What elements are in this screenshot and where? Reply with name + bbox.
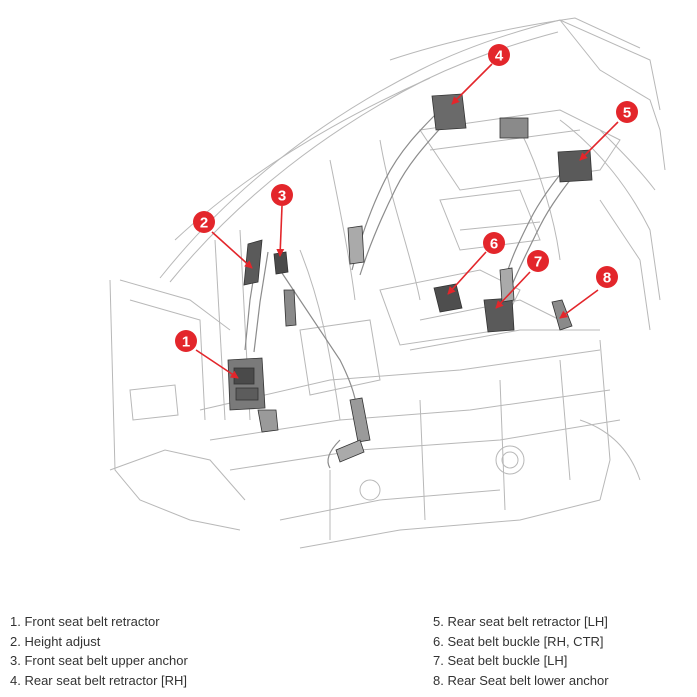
- callout-number-2: 2: [200, 215, 208, 232]
- callout-number-5: 5: [623, 105, 631, 122]
- legend-item: 8. Rear Seat belt lower anchor: [433, 672, 609, 688]
- legend-item: 3. Front seat belt upper anchor: [10, 653, 188, 668]
- callout-badge-1: 1: [175, 330, 197, 352]
- legend-item: 7. Seat belt buckle [LH]: [433, 653, 568, 668]
- callout-badges: 1 2 3 4 5 6 7 8: [175, 44, 638, 352]
- callout-arrow-1: [195, 349, 239, 379]
- callout-badge-8: 8: [596, 266, 618, 288]
- callout-arrows: [195, 63, 619, 379]
- legend-item: 5. Rear seat belt retractor [LH]: [433, 614, 608, 629]
- callout-number-4: 4: [495, 48, 504, 65]
- callout-badge-4: 4: [488, 44, 510, 66]
- legend-item: 4. Rear seat belt retractor [RH]: [10, 672, 188, 688]
- callout-arrow-6: [447, 251, 487, 295]
- callout-number-8: 8: [603, 270, 611, 287]
- callout-arrow-7: [495, 271, 531, 309]
- seat-belt-diagram: 1 2 3 4 5 6 7 8: [109, 17, 666, 549]
- legend-item: 6. Seat belt buckle [RH, CTR]: [433, 633, 604, 649]
- callout-badge-6: 6: [483, 232, 505, 254]
- seat-belt-components: [227, 93, 593, 463]
- legend-item: 2. Height adjust: [10, 633, 101, 649]
- callout-arrow-3: [276, 205, 285, 257]
- callout-badge-7: 7: [527, 250, 549, 272]
- callout-number-7: 7: [534, 254, 542, 271]
- callout-badge-2: 2: [193, 211, 215, 233]
- callout-number-3: 3: [278, 188, 286, 205]
- callout-badge-3: 3: [271, 184, 293, 206]
- callout-badge-5: 5: [616, 101, 638, 123]
- legend-item: 1. Front seat belt retractor: [10, 614, 160, 629]
- callout-number-1: 1: [182, 334, 190, 351]
- callout-arrow-4: [451, 63, 493, 105]
- callout-arrow-5: [579, 121, 619, 161]
- legend-right-column: 5. Rear seat belt retractor [LH] 6. Seat…: [433, 612, 609, 690]
- callout-arrow-8: [559, 289, 599, 319]
- vehicle-body-outline: [109, 17, 666, 549]
- callout-arrow-2: [211, 231, 253, 269]
- callout-number-6: 6: [490, 236, 498, 253]
- legend-left-column: 1. Front seat belt retractor 2. Height a…: [10, 612, 188, 690]
